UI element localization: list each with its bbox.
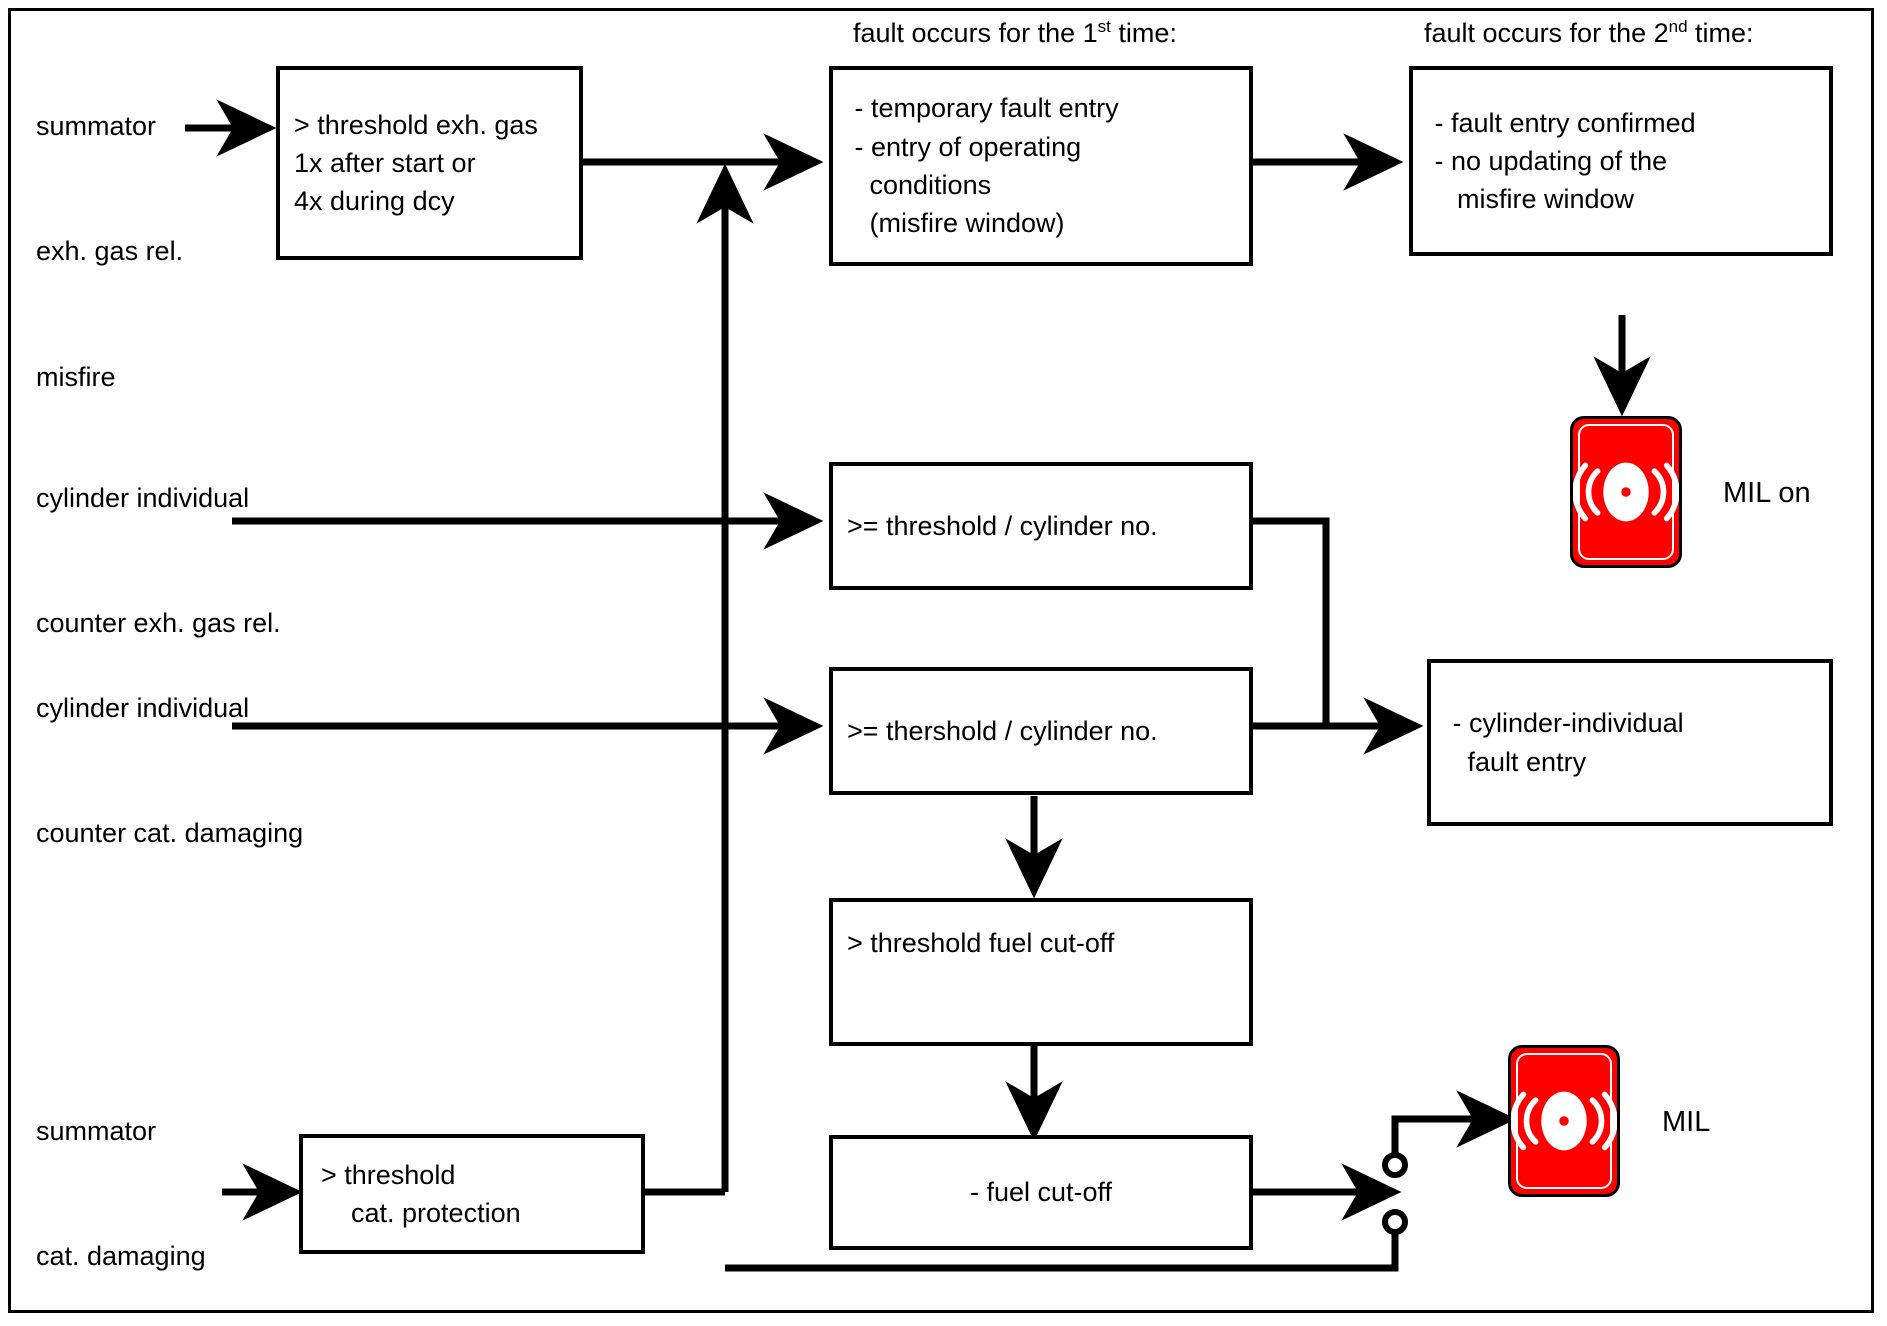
mil-inner-border [1516, 1053, 1612, 1189]
box-line: - temporary fault entry [847, 93, 1119, 124]
box-line: 1x after start or [294, 147, 476, 178]
mil-label: MIL [1662, 1106, 1711, 1138]
box-line: fault entry [1445, 746, 1587, 777]
mil-indicator-icon [1508, 1045, 1620, 1197]
input-label-line: cylinder individual [36, 692, 250, 723]
input-label-cylinder-counter-exh-gas: cylinder individual counter exh. gas rel… [36, 394, 281, 729]
box-line: conditions [847, 170, 992, 200]
box-line: - entry of operating [847, 131, 1082, 162]
box-threshold-exh-gas[interactable]: > threshold exh. gas 1x after start or 4… [276, 66, 583, 260]
box-line: > threshold [321, 1159, 456, 1190]
box-line: - no updating of the [1427, 145, 1668, 176]
mil-lamp-glyph [1511, 1091, 1617, 1151]
box-line: >= threshold / cylinder no. [847, 510, 1158, 541]
header-second-prefix: fault occurs for the 2 [1424, 18, 1669, 48]
header-second-suffix: time: [1687, 18, 1754, 48]
box-threshold-cat-protection[interactable]: > threshold cat. protection [299, 1134, 645, 1254]
input-label-line: counter exh. gas rel. [36, 608, 281, 639]
header-first-prefix: fault occurs for the 1 [853, 18, 1098, 48]
diagram-border [8, 8, 1874, 1313]
box-line: - cylinder-individual [1445, 708, 1684, 739]
box-line: > threshold fuel cut-off [847, 928, 1115, 958]
box-temporary-fault-entry[interactable]: - temporary fault entry - entry of opera… [829, 66, 1253, 266]
box-fault-entry-confirmed[interactable]: - fault entry confirmed - no updating of… [1409, 66, 1833, 256]
box-threshold-per-cylinder-exh-gas[interactable]: >= threshold / cylinder no. [829, 462, 1253, 590]
input-label-line: counter cat. damaging [36, 818, 304, 849]
box-fuel-cut-off[interactable]: - fuel cut-off [829, 1135, 1253, 1250]
input-label-line: misfire [36, 361, 116, 392]
input-label-line: cylinder individual [36, 482, 250, 513]
header-second-sup: nd [1668, 17, 1688, 36]
mil-on-indicator-icon [1570, 416, 1682, 568]
box-line: - fault entry confirmed [1427, 107, 1696, 138]
box-line: cat. protection [321, 1198, 521, 1228]
box-line: > threshold exh. gas [294, 109, 538, 140]
column-header-second-fault: fault occurs for the 2nd time: [1424, 17, 1754, 49]
mil-on-label: MIL on [1723, 477, 1811, 509]
box-line: - fuel cut-off [969, 1177, 1113, 1208]
input-label-line: summator [36, 1115, 157, 1146]
input-label-summator-cat-damaging-fzkats: summator cat. damaging misfire fzkats [36, 1027, 206, 1326]
box-line: >= thershold / cylinder no. [847, 715, 1158, 746]
input-label-line: summator [36, 110, 157, 141]
input-label-line: cat. damaging [36, 1241, 206, 1272]
column-header-first-fault: fault occurs for the 1st time: [853, 17, 1177, 49]
input-label-line: exh. gas rel. [36, 236, 184, 267]
box-threshold-fuel-cut-off[interactable]: > threshold fuel cut-off [829, 898, 1253, 1046]
header-first-sup: st [1097, 17, 1111, 36]
box-line: (misfire window) [847, 208, 1065, 239]
input-label-summator-exh-gas-misfire: summator exh. gas rel. misfire [36, 22, 183, 482]
box-threshold-per-cylinder-cat-damaging[interactable]: >= thershold / cylinder no. [829, 667, 1253, 795]
mil-inner-border [1578, 424, 1674, 560]
box-line: misfire window [1427, 184, 1635, 215]
box-line: 4x during dcy [294, 186, 455, 217]
header-first-suffix: time: [1110, 18, 1177, 48]
box-cylinder-individual-fault-entry[interactable]: - cylinder-individual fault entry [1427, 659, 1833, 826]
mil-lamp-glyph [1573, 462, 1679, 522]
input-label-cylinder-counter-cat-damaging: cylinder individual counter cat. damagin… [36, 604, 303, 939]
